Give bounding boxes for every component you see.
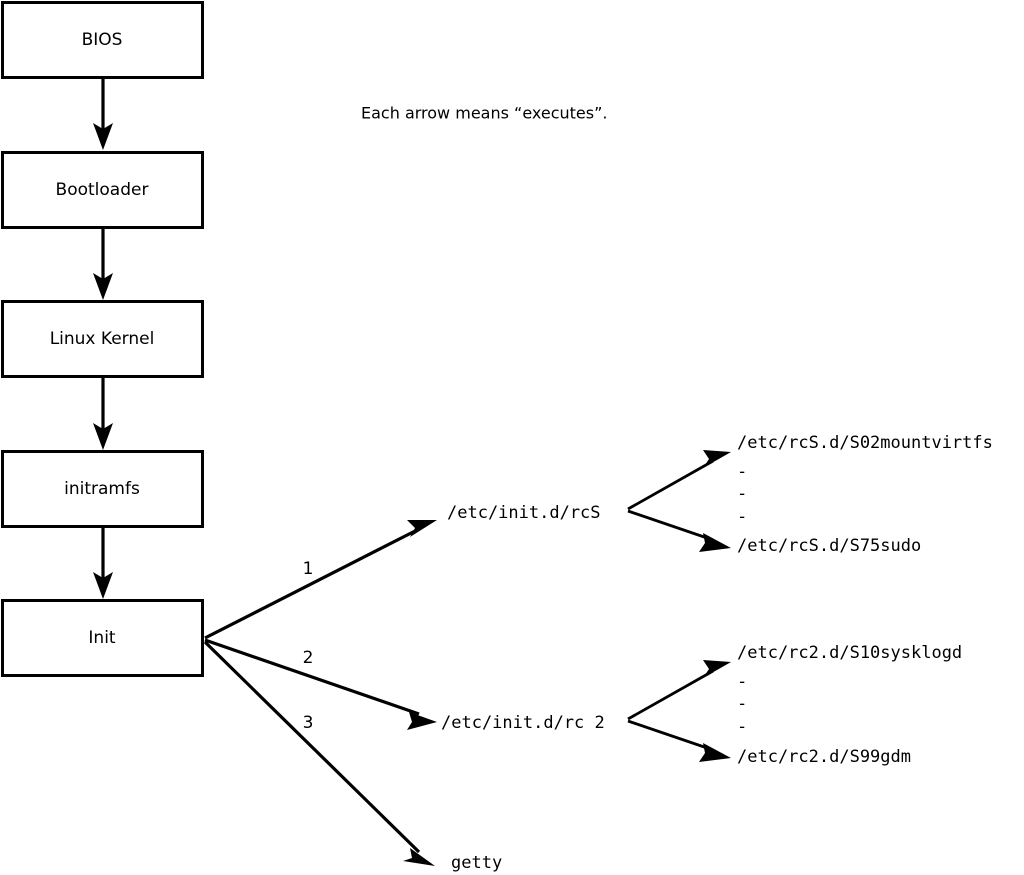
arrow-bootloader-to-kernel [93,228,113,300]
arrow-initramfs-to-init [93,527,113,599]
rc2-first-script-label: /etc/rc2.d/S10sysklogd [737,643,962,663]
node-linux-kernel[interactable]: Linux Kernel [1,300,204,378]
rcs-first-script-label: /etc/rcS.d/S02mountvirtfs [737,433,993,453]
arrowhead-icon [403,848,435,866]
edge-rcs-to-last-script [627,509,731,552]
edge-init-to-getty: 3 [203,640,435,866]
linux-kernel-label: Linux Kernel [50,329,155,349]
rcs-ellipsis-dash-3: - [737,507,747,527]
rcs-last-script-label: /etc/rcS.d/S75sudo [737,536,921,556]
arrowhead-icon [699,743,731,762]
node-bootloader[interactable]: Bootloader [1,151,204,229]
node-initramfs[interactable]: initramfs [1,450,204,528]
arrowhead-icon [699,533,731,552]
boot-chain-group: BIOS Bootloader Linux Kernel initramfs I… [1,1,204,677]
arrowhead-icon [93,423,113,450]
arrowhead-icon [703,660,731,678]
node-init[interactable]: Init [1,599,204,677]
bootloader-label: Bootloader [56,180,149,200]
rcs-ellipsis-dash-1: - [737,462,747,482]
rcs-ellipsis-dash-2: - [737,484,747,504]
rc2-last-script-label: /etc/rc2.d/S99gdm [737,747,911,767]
arrowhead-icon [93,123,113,150]
boot-chain-arrows [93,78,113,599]
rc2-ellipsis-dash-1: - [737,672,747,692]
init-fanout-group: 1 2 3 [203,520,437,866]
rc2-ellipsis-dash-2: - [737,694,747,714]
edge-rc2-to-last-script [627,719,731,762]
bios-box[interactable] [1,1,204,79]
node-bios[interactable]: BIOS [1,1,204,79]
init-target-labels: /etc/init.d/rcS /etc/init.d/rc 2 getty [441,503,605,873]
initramfs-box[interactable] [1,450,204,528]
edge-rcs-to-first-script [627,450,731,511]
rc2-ellipsis-dash-3: - [737,717,747,737]
arrowhead-icon [407,712,437,730]
bios-label: BIOS [82,30,123,50]
rc2-target-label: /etc/init.d/rc 2 [441,713,605,733]
edge-rc2-to-first-script [627,660,731,721]
linux-kernel-box[interactable] [1,300,204,378]
rcs-target-label: /etc/init.d/rcS [447,503,601,523]
edge-number-1: 1 [303,559,314,579]
arrowhead-icon [703,450,731,468]
arrow-kernel-to-initramfs [93,377,113,450]
init-label: Init [88,628,116,648]
arrow-bios-to-bootloader [93,78,113,150]
init-box[interactable] [1,599,204,677]
arrowhead-icon [93,572,113,599]
edge-number-2: 2 [303,648,314,668]
diagram-caption: Each arrow means “executes”. [361,104,607,123]
bootloader-box[interactable] [1,151,204,229]
rc2-fanout-group: /etc/rc2.d/S10sysklogd - - - /etc/rc2.d/… [627,643,962,767]
edge-number-3: 3 [303,713,314,733]
initramfs-label: initramfs [64,479,140,499]
edge-init-to-rc2: 2 [204,638,437,730]
edge-init-to-rcs: 1 [204,520,437,640]
rcs-fanout-group: /etc/rcS.d/S02mountvirtfs - - - /etc/rcS… [627,433,993,556]
arrowhead-icon [407,520,437,537]
arrowhead-icon [93,273,113,300]
getty-target-label: getty [451,853,502,873]
